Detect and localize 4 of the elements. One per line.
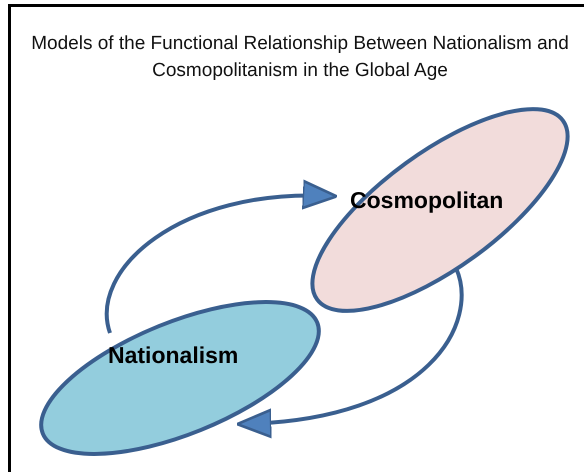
curved-arrow [105,180,338,334]
node-label: Nationalism [108,342,238,369]
title: Models of the Functional Relationship Between Nationalism and Cosmopolitanism in the Global Age [30,32,570,83]
curved-arrow [236,267,464,438]
